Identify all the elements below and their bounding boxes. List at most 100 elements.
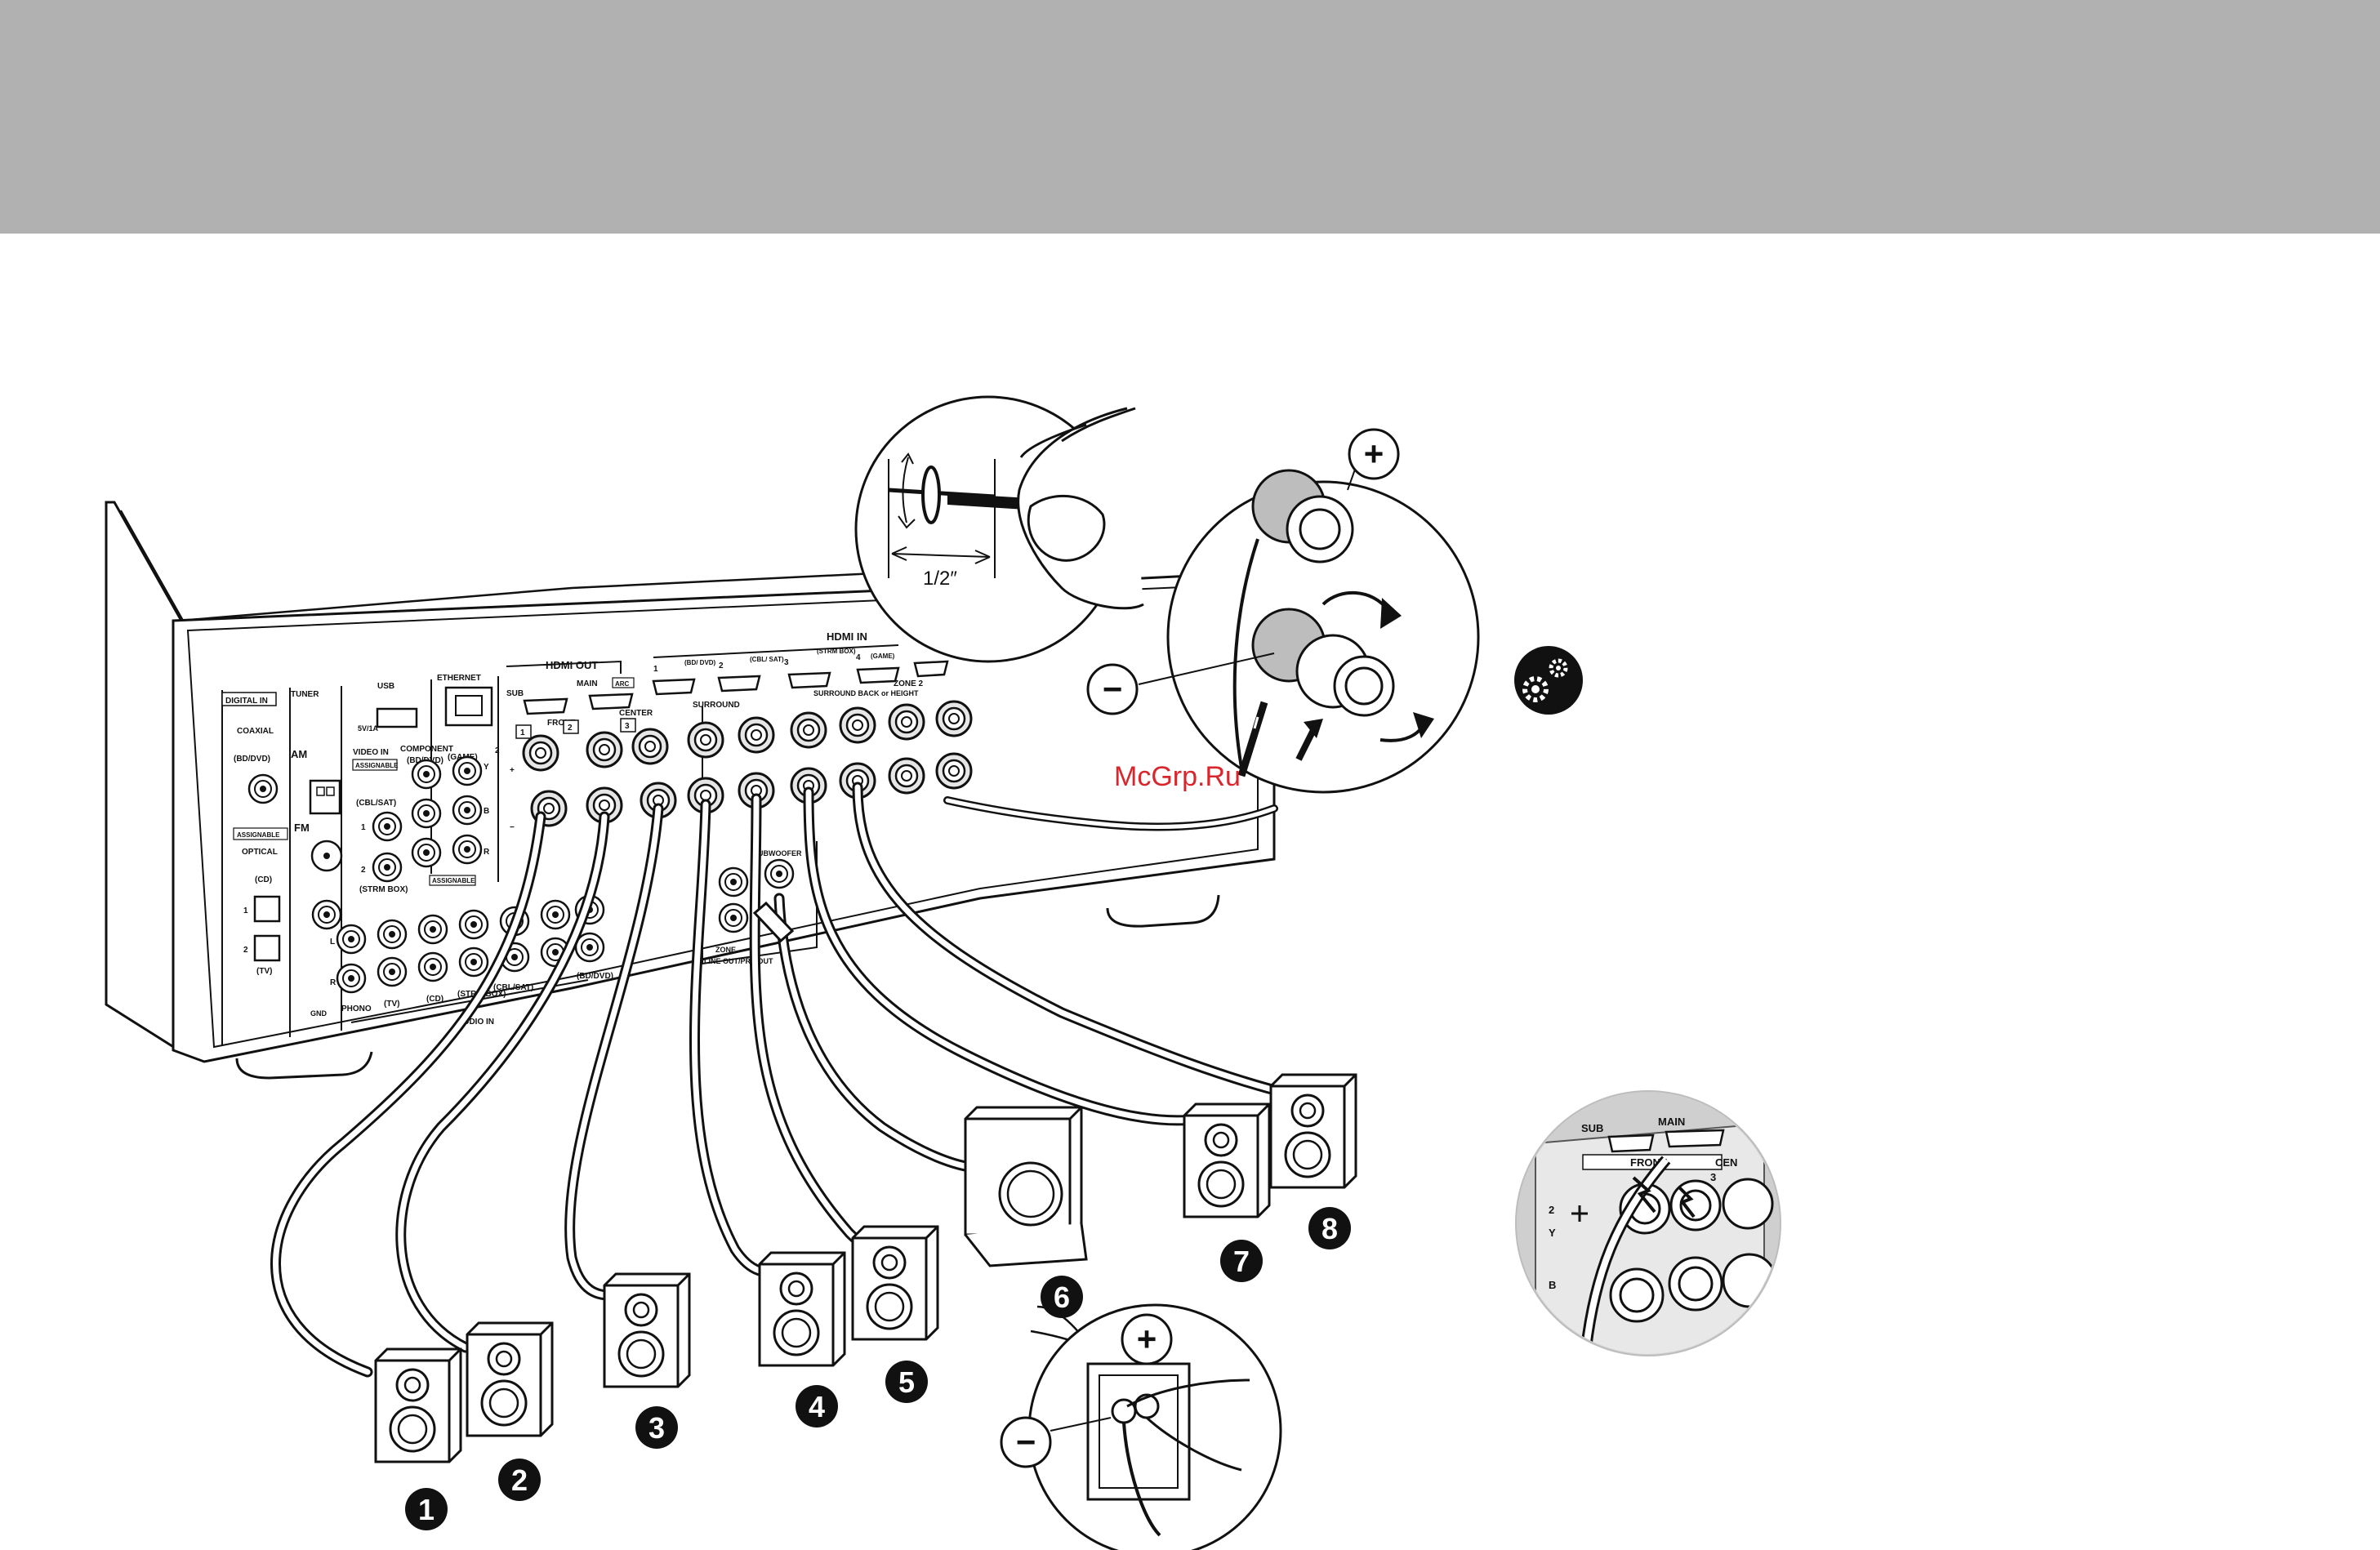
label-sp-minus: − [510, 823, 515, 832]
label-front: FRONT [547, 719, 575, 728]
label-hdmi-in-4: 4 [856, 653, 861, 662]
label-hdmi-in-2: 2 [719, 661, 724, 670]
front-r-plus-terminal[interactable] [522, 734, 559, 772]
badge-8: 8 [1321, 1212, 1338, 1245]
component-2-pb-jack[interactable] [452, 795, 483, 826]
coaxial-jack[interactable] [247, 773, 279, 804]
surround-r-plus-terminal[interactable] [687, 721, 724, 759]
speaker-surround-back-right [1183, 1102, 1271, 1218]
optical-jack-1[interactable] [253, 895, 281, 923]
component-1-pb-jack[interactable] [411, 798, 442, 829]
phono-l-jack[interactable] [336, 924, 367, 955]
label-video-cbl-sat: (CBL/SAT) [356, 799, 396, 808]
label-assignable: ASSIGNABLE [237, 831, 280, 839]
surround-back-l-plus-terminal[interactable] [839, 706, 876, 744]
zoom-label-y: Y [1549, 1227, 1556, 1239]
speaker-surround-left [851, 1225, 939, 1341]
label-hdmi-out: HDMI OUT [546, 659, 598, 671]
hdmi-out-sub-port[interactable] [523, 697, 568, 715]
audio-in-5-l-jack[interactable] [417, 914, 448, 945]
video-in-1-jack[interactable] [372, 811, 403, 842]
label-optical: OPTICAL [242, 848, 278, 857]
plus-icon [1348, 428, 1400, 480]
hdmi-in-3-port[interactable] [787, 671, 831, 689]
minus-icon [1086, 663, 1139, 715]
label-audio-r: R [330, 978, 336, 987]
terminal-detail: + − [1086, 428, 1480, 794]
component-1-pr-jack[interactable] [411, 837, 442, 868]
hdmi-in-2-port[interactable] [717, 675, 761, 693]
watermark-text: McGrp.Ru [1114, 761, 1241, 792]
audio-in-6-r-jack[interactable] [377, 956, 408, 987]
settings-gears-icon [1514, 646, 1583, 715]
phono-r-jack[interactable] [336, 963, 367, 994]
label-component-2: 2 [495, 746, 500, 755]
label-hdmi-arc: ARC [615, 680, 630, 688]
label-optical-tv: (TV) [256, 967, 272, 976]
audio-in-2-l-jack[interactable] [540, 899, 571, 930]
speaker-surround-right [758, 1251, 846, 1367]
label-hdmi-in-strm: (STRM BOX) [817, 648, 856, 655]
subwoofer-jack-1[interactable] [764, 858, 795, 889]
optical-jack-2[interactable] [253, 934, 281, 962]
plug-detail: + − [1000, 1303, 1282, 1550]
label-subwoofer: SUBWOOFER [753, 849, 802, 857]
label-component-y: Y [484, 763, 489, 772]
component-2-pr-jack[interactable] [452, 834, 483, 865]
label-hdmi-in-1: 1 [653, 665, 658, 674]
hdmi-out-main-port[interactable] [588, 693, 634, 710]
strip-length-label: 1/2″ [923, 568, 957, 590]
surround-l-plus-terminal[interactable] [738, 716, 775, 754]
speaker-cables [270, 782, 1296, 1378]
video-in-2-jack[interactable] [372, 852, 403, 883]
label-video-assignable: ASSIGNABLE [355, 762, 399, 769]
zoom-label-main: MAIN [1658, 1116, 1685, 1128]
label-component-assignable: ASSIGNABLE [432, 877, 475, 884]
label-video-1: 1 [361, 823, 366, 832]
component-2-y-jack[interactable] [452, 755, 483, 786]
plug-minus-icon [1000, 1416, 1052, 1468]
am-antenna-terminal[interactable] [309, 779, 341, 815]
center-plus-terminal[interactable] [631, 728, 669, 765]
label-audio-cbl-sat: (CBL/SAT) [493, 983, 533, 992]
zoom-label-2: 2 [1549, 1204, 1554, 1216]
front-l-plus-terminal[interactable] [586, 731, 623, 768]
label-audio-tv: (TV) [384, 1000, 399, 1009]
badge-7: 7 [1233, 1245, 1250, 1278]
hdmi-in-5-port[interactable] [913, 660, 949, 678]
header-band [0, 0, 2380, 234]
label-hdmi-in-3: 3 [784, 658, 789, 667]
wire-strip-detail: 1/2″ [854, 395, 1144, 663]
hdmi-in-1-port[interactable] [652, 678, 696, 696]
usb-port[interactable] [376, 707, 418, 728]
audio-in-4-l-jack[interactable] [458, 909, 489, 940]
hdmi-in-4-port[interactable] [856, 666, 900, 684]
zone2-r-minus-terminal[interactable] [888, 757, 925, 795]
label-hdmi-in: HDMI IN [827, 630, 867, 643]
label-line-out: LINE OUT/PRE OUT [704, 957, 773, 965]
plug-plus-icon [1121, 1313, 1173, 1365]
label-front-1: 1 [520, 728, 525, 737]
zone2-l-plus-terminal[interactable] [935, 700, 973, 737]
label-audio-in: AUDIO IN [457, 1018, 494, 1027]
speaker-surround-back-left [1269, 1073, 1357, 1189]
ground-terminal[interactable] [311, 899, 342, 930]
label-video-in: VIDEO IN [353, 748, 389, 757]
surround-back-r-plus-terminal[interactable] [790, 711, 827, 749]
audio-in-5-r-jack[interactable] [417, 951, 448, 982]
line-out-l-jack[interactable] [718, 866, 749, 897]
component-1-y-jack[interactable] [411, 759, 442, 790]
label-usb-rating: 5V/1A [358, 724, 379, 733]
speaker-front-right [374, 1347, 462, 1463]
audio-in-6-l-jack[interactable] [377, 919, 408, 950]
label-coaxial-bd-dvd: (BD/DVD) [234, 755, 270, 764]
label-usb: USB [377, 682, 394, 691]
zoom-label-3: 3 [1710, 1171, 1716, 1183]
zone2-r-plus-terminal[interactable] [888, 703, 925, 741]
label-component: COMPONENT [400, 745, 453, 754]
zone2-l-minus-terminal[interactable] [935, 752, 973, 790]
audio-in-4-r-jack[interactable] [458, 946, 489, 978]
line-out-r-jack[interactable] [718, 902, 749, 933]
plug-minus-label: − [1016, 1423, 1036, 1461]
